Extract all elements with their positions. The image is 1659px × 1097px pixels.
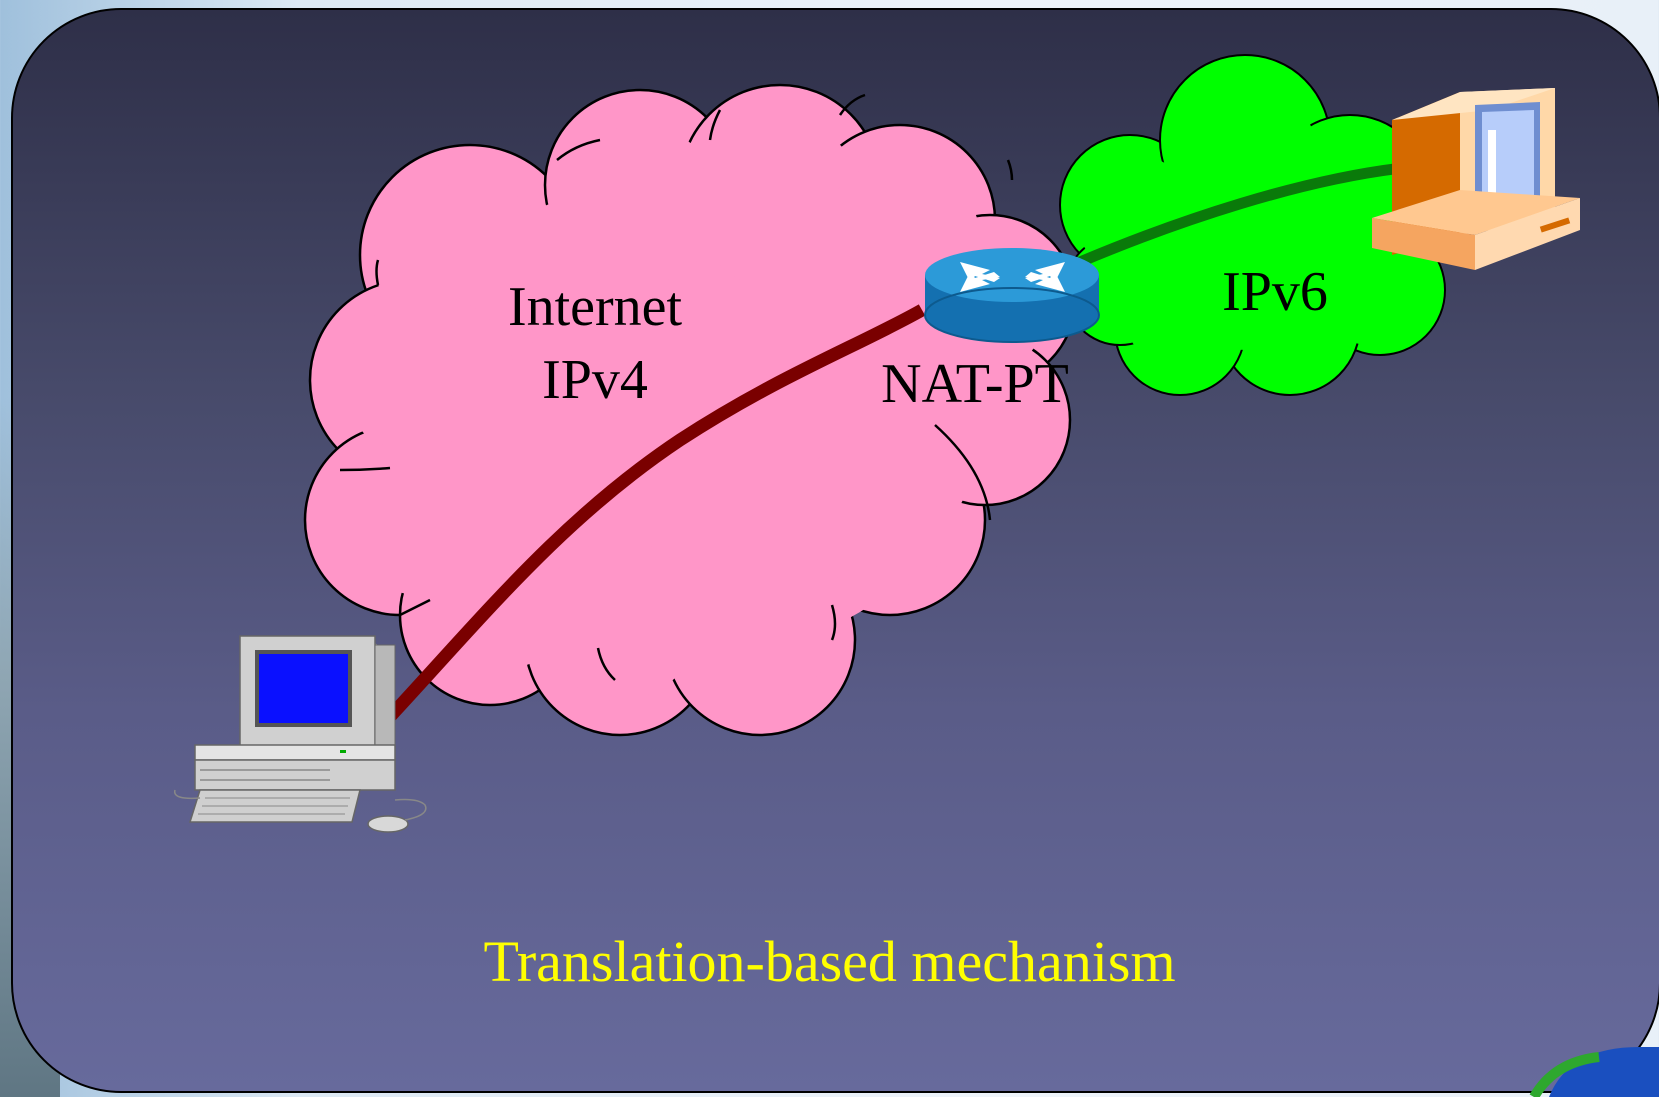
- router-label: NAT-PT: [881, 353, 1069, 415]
- internet-cloud-label-line2: IPv4: [542, 349, 648, 411]
- router-icon: [924, 248, 1100, 343]
- ipv6-link: [1077, 162, 1403, 268]
- ipv4-link: [380, 304, 926, 727]
- ipv6-cloud-label: IPv6: [1222, 261, 1328, 323]
- ipv6-host-computer-icon: [1372, 88, 1580, 270]
- diagram-caption: Translation-based mechanism: [483, 929, 1176, 994]
- corner-logo: [1529, 1047, 1659, 1097]
- internet-cloud-label-line1: Internet: [507, 276, 683, 338]
- ipv4-host-computer-icon: [173, 635, 427, 833]
